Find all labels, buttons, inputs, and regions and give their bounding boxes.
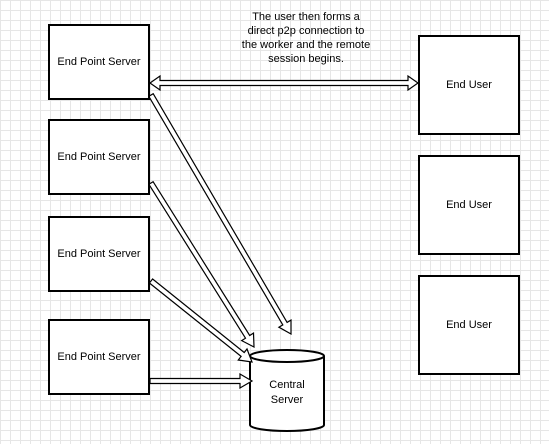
central-server-cylinder	[249, 349, 325, 432]
annotation-text: The user then forms a direct p2p connect…	[241, 11, 371, 65]
end-user-label: End User	[446, 319, 492, 331]
end-point-server-label: End Point Server	[57, 248, 141, 260]
end-point-server-2[interactable]: End Point Server	[48, 119, 150, 195]
central-server-label: Central Server	[269, 379, 305, 406]
end-point-server-label: End Point Server	[57, 151, 141, 163]
end-user-label: End User	[446, 79, 492, 91]
arrows-layer	[147, 74, 420, 390]
end-point-server-1[interactable]: End Point Server	[48, 24, 150, 100]
end-user-1[interactable]: End User	[418, 35, 520, 135]
end-point-server-3[interactable]: End Point Server	[48, 216, 150, 292]
end-user-label: End User	[446, 199, 492, 211]
p2p-connection-arrow	[148, 74, 420, 92]
server-4-to-central-arrow	[149, 372, 254, 390]
server-2-to-central-arrow	[148, 180, 255, 349]
end-user-2[interactable]: End User	[418, 155, 520, 255]
end-user-3[interactable]: End User	[418, 275, 520, 375]
server-1-to-central-arrow	[147, 92, 292, 336]
end-point-server-4[interactable]: End Point Server	[48, 319, 150, 395]
server-3-to-central-arrow	[148, 278, 253, 363]
end-point-server-label: End Point Server	[57, 351, 141, 363]
end-point-server-label: End Point Server	[57, 56, 141, 68]
